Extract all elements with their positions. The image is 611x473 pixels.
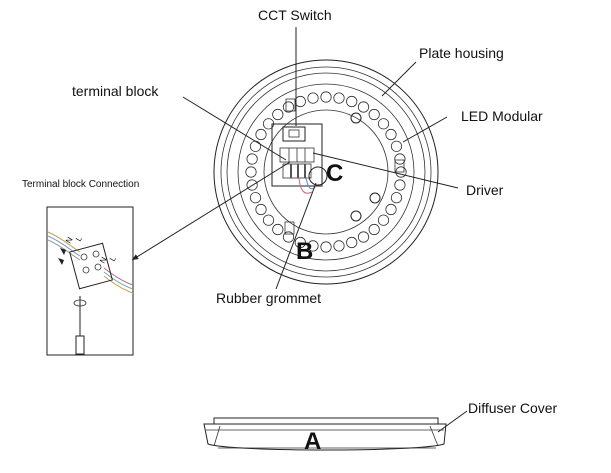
terminal-letter-l2: L <box>108 254 118 263</box>
mount-hole-right <box>369 192 381 204</box>
leader-plate-housing <box>381 61 417 97</box>
inset-screwdriver <box>73 296 87 355</box>
led-bead <box>357 101 370 113</box>
cct-switch-knob <box>288 129 300 138</box>
mount-hole-top <box>350 112 362 124</box>
led-bead <box>307 92 319 104</box>
cct-switch <box>282 126 306 142</box>
diffuser-top-rim <box>213 417 439 425</box>
mains-wires <box>298 177 313 194</box>
led-bead <box>262 214 275 226</box>
led-bead <box>320 91 332 103</box>
led-bead <box>282 231 295 243</box>
led-connector-right <box>394 159 405 173</box>
led-bead <box>385 203 397 216</box>
led-bead <box>245 166 257 178</box>
diffuser-shade-line-2 <box>429 425 439 447</box>
led-bead <box>394 153 406 165</box>
led-bead <box>333 92 345 104</box>
led-bead <box>394 179 406 191</box>
leader-rubber-grommet <box>275 182 317 290</box>
marker-a: A <box>304 428 321 455</box>
led-bead <box>385 128 397 141</box>
rubber-grommet <box>308 166 328 186</box>
diffuser-shade-line-3 <box>213 425 221 447</box>
marker-c: C <box>326 160 343 187</box>
led-connector-bottom <box>284 221 295 235</box>
terminal-letter-n2: N <box>98 255 109 265</box>
terminal-block-inset: N L N L <box>46 206 134 356</box>
led-bead <box>307 240 319 252</box>
terminal-letter-l1: L <box>74 234 84 243</box>
plate-housing-outer-ring <box>213 59 439 285</box>
led-bead <box>390 140 403 152</box>
leader-terminal-block <box>182 96 287 161</box>
led-bead <box>333 240 345 252</box>
inset-frame <box>46 206 134 356</box>
label-rubber-grommet: Rubber grommet <box>216 290 321 306</box>
led-bead <box>346 236 358 249</box>
label-plate-housing: Plate housing <box>419 45 504 61</box>
led-ring-outer <box>237 83 415 261</box>
led-bead <box>357 231 370 243</box>
label-terminal-block: terminal block <box>72 83 159 99</box>
plate-housing-ring-3 <box>226 72 426 272</box>
led-bead <box>249 140 262 152</box>
led-bead <box>272 108 284 121</box>
led-bead <box>255 128 267 141</box>
led-bead <box>390 192 403 204</box>
label-cct-switch: CCT Switch <box>258 7 332 23</box>
led-bead <box>294 236 306 249</box>
leader-lines <box>131 27 468 433</box>
label-diffuser-cover: Diffuser Cover <box>468 400 558 416</box>
leader-driver <box>312 152 459 189</box>
led-beads <box>245 91 407 253</box>
led-bead <box>249 192 262 204</box>
label-terminal-block-connection: Terminal block Connection <box>22 179 139 190</box>
led-bead <box>368 223 380 236</box>
label-led-modular: LED Modular <box>461 108 543 124</box>
marker-b: B <box>296 238 313 265</box>
led-bead <box>377 118 390 130</box>
led-bead <box>320 241 332 253</box>
led-bead <box>246 153 258 165</box>
led-bead <box>255 203 267 216</box>
terminal-letter-n1: N <box>64 235 75 245</box>
diffuser-cover-side-view <box>203 417 447 451</box>
led-bead <box>272 223 284 236</box>
inset-terminal-block <box>58 242 113 290</box>
mount-hole-bottom <box>350 210 362 222</box>
led-bead <box>294 95 306 108</box>
leader-terminal-connection-arrow <box>131 161 291 261</box>
led-bead <box>346 95 358 108</box>
leader-diffuser-cover <box>437 410 468 433</box>
plate-housing-ring-2 <box>220 66 432 278</box>
led-bead <box>377 214 390 226</box>
led-connector-top <box>285 98 296 112</box>
diffuser-body <box>203 423 447 451</box>
label-driver: Driver <box>466 182 504 198</box>
leader-led-modular <box>402 116 448 143</box>
led-ring-inner <box>263 109 389 235</box>
led-bead <box>368 108 380 121</box>
